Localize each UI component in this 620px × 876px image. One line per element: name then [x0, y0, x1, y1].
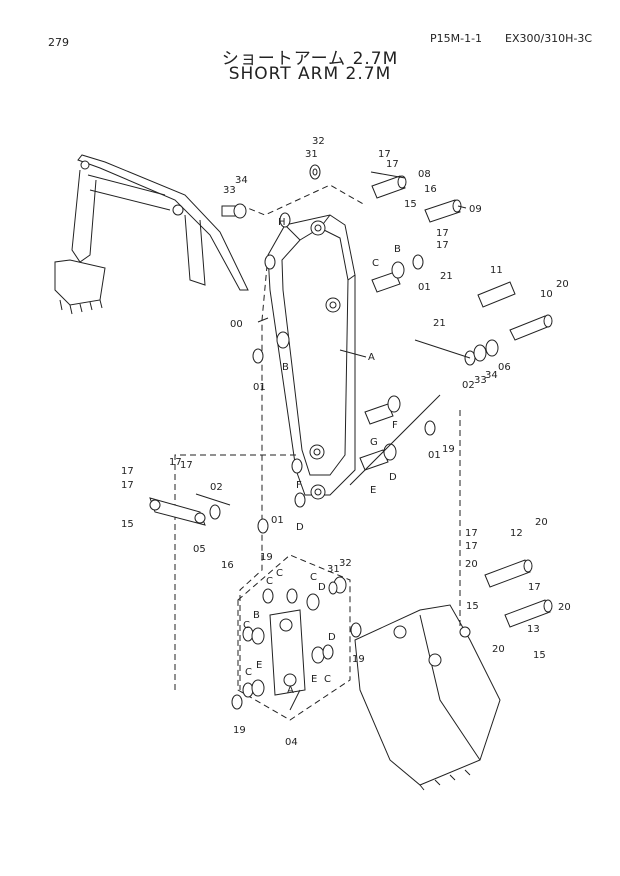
callout-C: C: [276, 568, 283, 579]
callout-D: D: [318, 582, 326, 593]
callout-B: B: [282, 362, 289, 373]
callout-01: 01: [418, 282, 431, 293]
callout-F: F: [296, 480, 302, 491]
callout-19: 19: [233, 725, 246, 736]
callout-19: 19: [442, 444, 455, 455]
callout-06: 06: [498, 362, 511, 373]
callout-17: 17: [386, 159, 399, 170]
leader-lines: [195, 171, 471, 711]
callout-21: 21: [433, 318, 446, 329]
callout-01: 01: [428, 450, 441, 461]
pins-and-bushings: [221, 164, 553, 508]
page-number: 279: [48, 36, 69, 49]
callout-17: 17: [465, 528, 478, 539]
callout-13: 13: [527, 624, 540, 635]
callout-08: 08: [418, 169, 431, 180]
callout-16: 16: [221, 560, 234, 571]
callout-20: 20: [465, 559, 478, 570]
callout-32: 32: [339, 558, 352, 569]
callout-02: 02: [210, 482, 223, 493]
callout-C: C: [310, 572, 317, 583]
callout-E: E: [370, 485, 376, 496]
callout-34: 34: [485, 370, 498, 381]
callout-B: B: [253, 610, 260, 621]
callout-11: 11: [490, 265, 503, 276]
callout-17: 17: [378, 149, 391, 160]
callout-19: 19: [352, 654, 365, 665]
callout-17: 17: [436, 240, 449, 251]
callout-33: 33: [474, 375, 487, 386]
model-code: EX300/310H-3C: [505, 32, 593, 45]
callout-31: 31: [305, 149, 318, 160]
callout-C: C: [372, 258, 379, 269]
callout-01: 01: [253, 382, 266, 393]
callout-01: 01: [271, 515, 284, 526]
callout-E: E: [256, 660, 262, 671]
callout-17: 17: [436, 228, 449, 239]
callout-00: 00: [230, 319, 243, 330]
callout-17: 17: [180, 460, 193, 471]
callout-19: 19: [260, 552, 273, 563]
callout-C: C: [245, 667, 252, 678]
callout-D: D: [296, 522, 304, 533]
title-english: SHORT ARM 2.7M: [228, 64, 392, 84]
callout-33: 33: [223, 185, 236, 196]
callout-10: 10: [540, 289, 553, 300]
callout-02: 02: [462, 380, 475, 391]
callout-17: 17: [169, 457, 182, 468]
callout-20: 20: [535, 517, 548, 528]
callout-A: A: [368, 352, 375, 363]
bucket: [354, 604, 501, 791]
callout-F: F: [392, 420, 398, 431]
callout-12: 12: [510, 528, 523, 539]
callout-E: E: [311, 674, 317, 685]
callout-04: 04: [285, 737, 298, 748]
callout-D: D: [389, 472, 397, 483]
callout-D: D: [328, 632, 336, 643]
callout-21: 21: [440, 271, 453, 282]
callout-05: 05: [193, 544, 206, 555]
callout-16: 16: [424, 184, 437, 195]
title-japanese: ショートアーム 2.7M: [221, 49, 399, 69]
arm-body: [267, 214, 356, 500]
callout-C: C: [324, 674, 331, 685]
callout-B: B: [394, 244, 401, 255]
callout-15: 15: [466, 601, 479, 612]
callout-H: H: [278, 217, 286, 228]
callout-C: C: [243, 620, 250, 631]
callout-17: 17: [121, 480, 134, 491]
callout-17: 17: [121, 466, 134, 477]
callout-A: A: [287, 685, 294, 696]
callout-C: C: [266, 576, 273, 587]
callout-20: 20: [492, 644, 505, 655]
callout-15: 15: [121, 519, 134, 530]
callout-20: 20: [558, 602, 571, 613]
callout-15: 15: [404, 199, 417, 210]
excavator-overview-drawing: [54, 154, 249, 315]
callout-20: 20: [556, 279, 569, 290]
callout-17: 17: [528, 582, 541, 593]
callout-15: 15: [533, 650, 546, 661]
callout-09: 09: [469, 204, 482, 215]
callout-34: 34: [235, 175, 248, 186]
callout-31: 31: [327, 564, 340, 575]
callout-G: G: [370, 437, 378, 448]
callout-17: 17: [465, 541, 478, 552]
bucket-pins: [484, 559, 553, 628]
page-code: P15M-1-1: [430, 32, 483, 45]
callout-32: 32: [312, 136, 325, 147]
side-link: [149, 497, 269, 534]
bucket-link-assembly: [231, 576, 362, 710]
